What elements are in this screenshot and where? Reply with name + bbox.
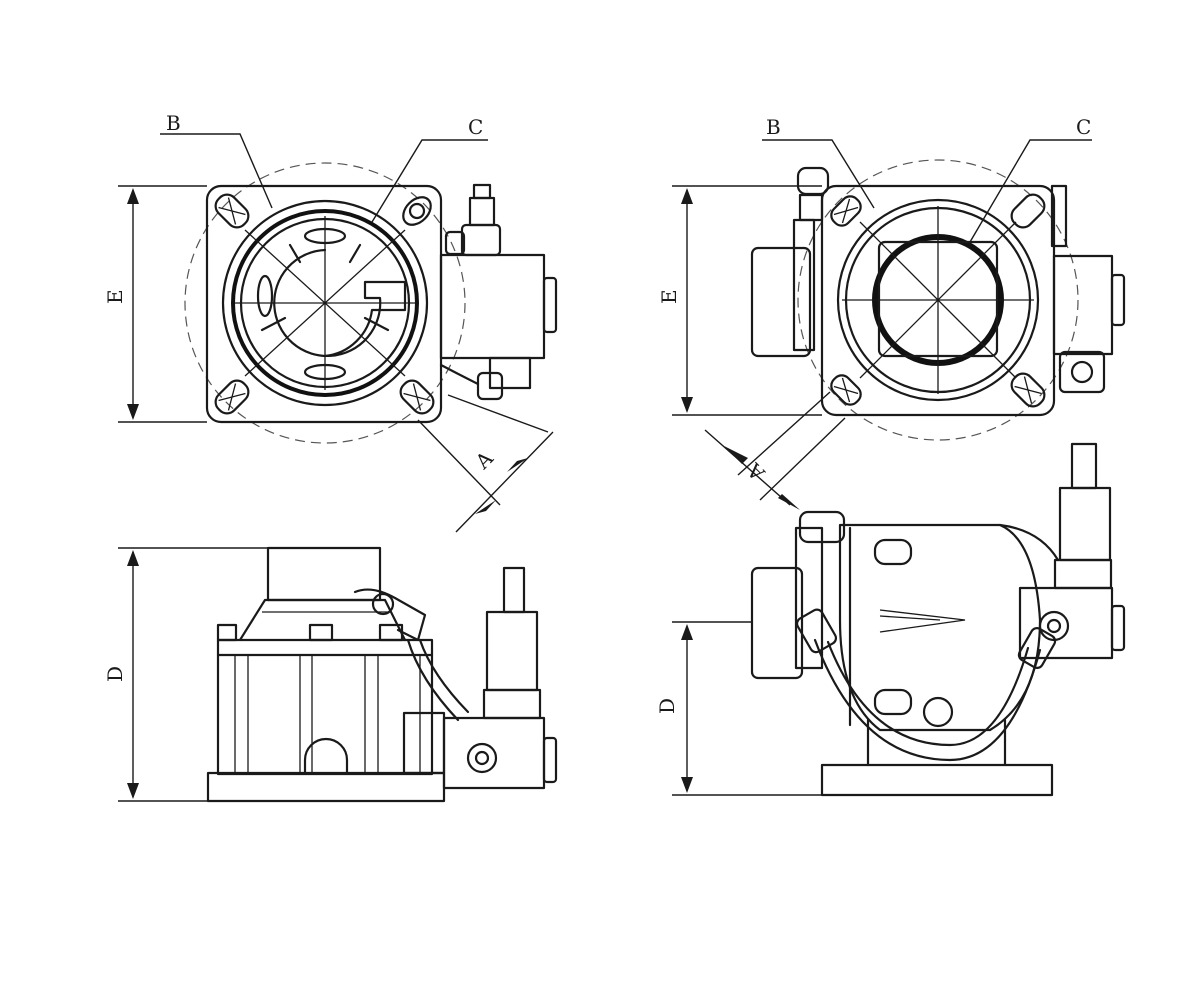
label-a-top-right: A <box>742 458 770 486</box>
label-e-top-right: E <box>657 289 681 304</box>
label-a-top-left: A <box>470 446 498 474</box>
label-c-top-right: C <box>1076 115 1091 139</box>
label-b-top-left: B <box>166 111 181 135</box>
label-e-top-left: E <box>103 289 127 304</box>
bolt-holes <box>214 193 435 415</box>
label-c-top-left: C <box>468 115 483 139</box>
view-bottom-left <box>118 546 558 803</box>
label-b-top-right: B <box>766 115 781 139</box>
label-d-bottom-left: D <box>103 666 127 682</box>
view-top-right <box>672 139 1126 510</box>
label-d-bottom-right: D <box>655 698 679 714</box>
view-bottom-right <box>672 442 1126 797</box>
view-top-left <box>118 133 558 533</box>
